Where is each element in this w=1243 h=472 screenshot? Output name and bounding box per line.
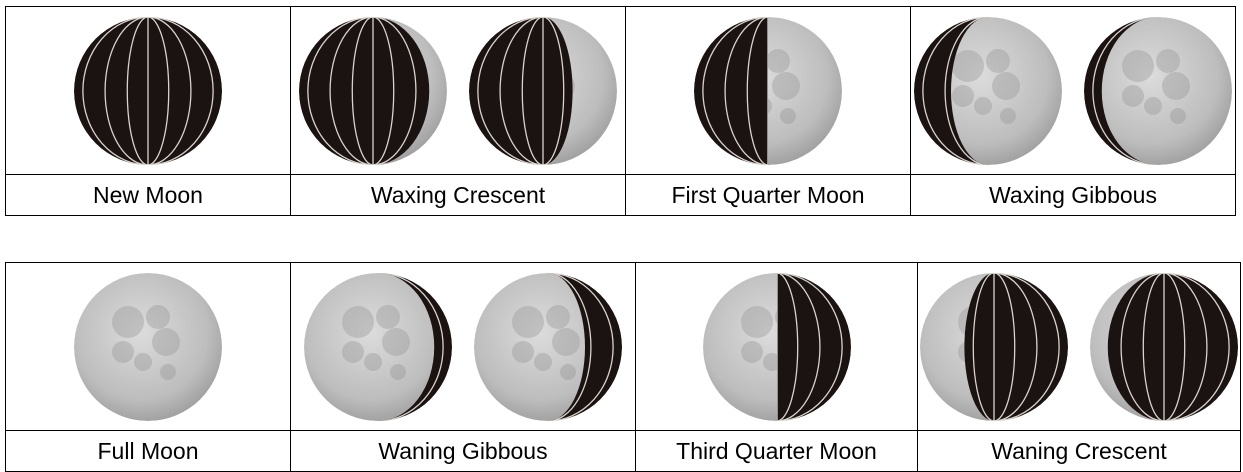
label-new-moon: New Moon	[5, 174, 291, 216]
cell-waxing-gibbous-image	[910, 6, 1236, 175]
moon-group	[918, 271, 1240, 423]
moon-group	[911, 15, 1235, 167]
moon-icon	[469, 16, 617, 165]
label-third-quarter-moon: Third Quarter Moon	[635, 430, 918, 472]
moon-icon	[702, 272, 851, 421]
moon-icon	[474, 272, 622, 421]
cell-waning-gibbous-image	[290, 262, 636, 431]
label-waxing-gibbous: Waxing Gibbous	[910, 174, 1236, 216]
cell-new-moon-image	[5, 6, 291, 175]
cell-third-quarter-image	[635, 262, 918, 431]
labels-row: Full Moon Waning Gibbous Third Quarter M…	[5, 430, 1241, 472]
moon-phases-table-bottom: Full Moon Waning Gibbous Third Quarter M…	[5, 262, 1241, 472]
moon-group	[6, 15, 290, 167]
label-waning-crescent: Waning Crescent	[917, 430, 1241, 472]
label-full-moon: Full Moon	[5, 430, 291, 472]
moon-icon	[1084, 16, 1232, 165]
moon-icon	[694, 16, 842, 165]
label-waxing-crescent: Waxing Crescent	[290, 174, 626, 216]
moon-group	[291, 15, 625, 167]
moon-icon	[74, 16, 222, 165]
images-row	[5, 262, 1241, 431]
moon-icon	[304, 272, 452, 421]
moon-icon	[920, 272, 1068, 421]
images-row	[5, 6, 1236, 175]
moon-group	[291, 271, 635, 423]
moon-icon	[914, 16, 1062, 165]
label-waning-gibbous: Waning Gibbous	[290, 430, 636, 472]
moon-group	[6, 271, 290, 423]
label-first-quarter-moon: First Quarter Moon	[625, 174, 911, 216]
cell-first-quarter-image	[625, 6, 911, 175]
moon-icon	[299, 16, 447, 165]
moon-group	[626, 15, 910, 167]
moon-group	[636, 271, 917, 423]
moon-phases-table-top: New Moon Waxing Crescent First Quarter M…	[5, 6, 1236, 216]
moon-icon	[1090, 272, 1238, 421]
labels-row: New Moon Waxing Crescent First Quarter M…	[5, 174, 1236, 216]
cell-waxing-crescent-image	[290, 6, 626, 175]
cell-full-moon-image	[5, 262, 291, 431]
moon-icon	[74, 272, 222, 421]
cell-waning-crescent-image	[917, 262, 1241, 431]
